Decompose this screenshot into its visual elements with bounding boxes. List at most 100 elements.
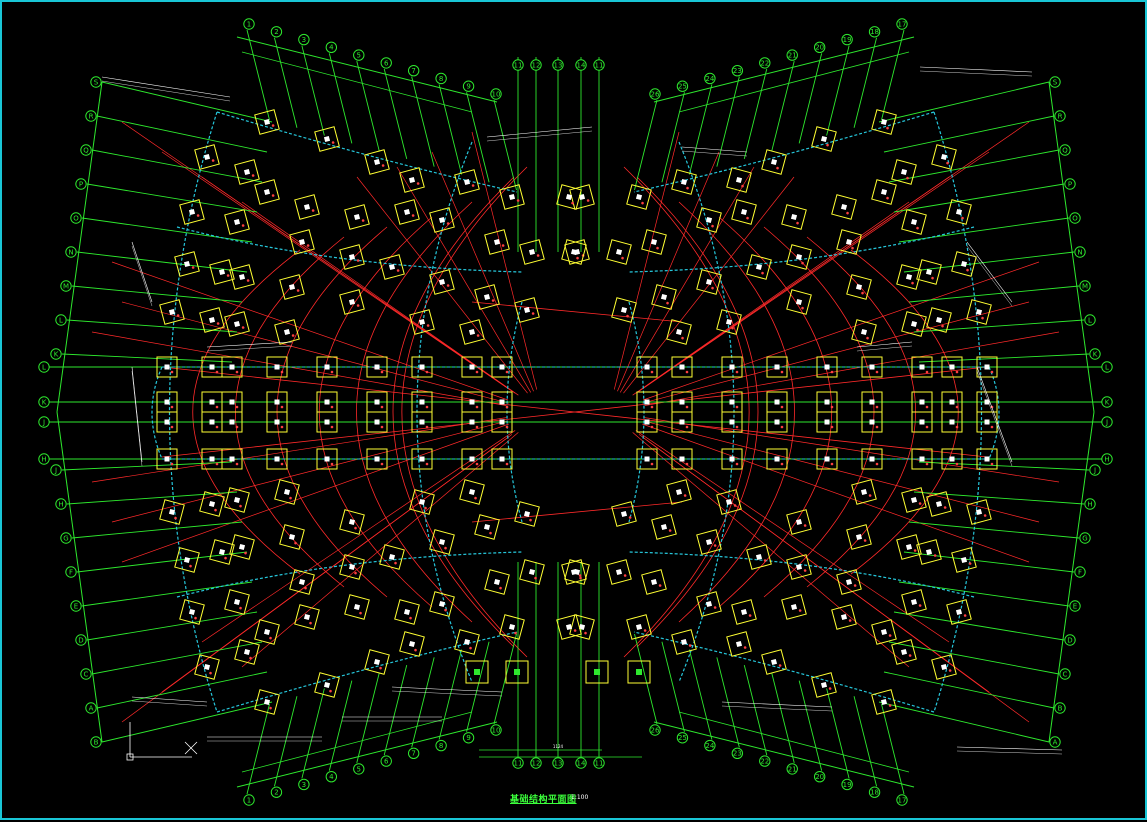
pile-marker [298,578,306,586]
pile-point [235,405,239,409]
pile-cap [606,559,632,585]
fan-axis-line [274,696,298,787]
pile-cap-outline [871,689,897,715]
pile-point [830,425,834,429]
pile-marker [900,648,908,656]
annotation-leader [486,126,593,138]
axis-bubble: 2 [270,786,283,798]
pile-cap [976,448,998,470]
pile-cap-outline [411,356,433,378]
pile-cap-outline [651,284,677,310]
pile-cap [966,499,992,525]
axis-bubble-circle [435,739,447,752]
pile-cap [636,448,658,470]
axis-bubble-label: K [54,350,59,358]
pile-cap [811,672,837,698]
pile-point [621,256,624,260]
pile-marker [770,158,778,166]
pile-cap [266,356,288,378]
axis-bubble: F [65,566,77,578]
pile-cap-outline [199,491,225,517]
pile-cap [429,591,455,617]
pile-cap [861,356,883,378]
axis-bubble: N [1074,246,1086,258]
pile-cap [411,411,433,433]
pile-point [830,405,834,409]
pile-point [354,526,357,530]
pile-point [425,462,429,466]
pile-marker [755,553,763,561]
pile-point [828,687,832,690]
axis-bubble-circle [1069,212,1081,224]
pile-marker [795,563,803,571]
axis-bubble: 17 [896,18,908,30]
pile-marker [940,153,948,161]
axis-bubble-label: 19 [843,36,852,44]
pile-cap [901,311,927,337]
pile-marker [374,399,380,405]
radial-line [91,331,507,406]
pile-cap [861,411,883,433]
side-axis-line [883,671,1055,709]
boundary-axis-line [653,36,915,103]
axis-bubble-circle [704,72,716,85]
axis-bubble-label: C [84,670,89,678]
pile-cap-outline [564,559,590,585]
pile-cap [816,411,838,433]
pile-marker [860,488,868,496]
fan-axis-line [798,680,823,771]
annotation-leader [721,705,833,712]
axis-bubble-label: F [1078,568,1082,576]
fan-axis-line [688,84,713,175]
radial-line [638,151,990,392]
pile-point [271,124,275,127]
pile-marker [183,260,191,268]
axis-bubble-label: 5 [357,765,361,773]
pile-marker [164,419,170,425]
axis-bubble-label: 5 [357,52,361,60]
pile-cap-outline [274,319,300,345]
pile-cap [931,144,957,170]
pile-cap-outline [409,309,435,335]
pile-cap-outline [254,109,280,135]
axis-bubble: 24 [704,72,716,85]
pile-marker [578,623,586,631]
pile-marker [499,456,505,462]
axis-bubble: K [38,396,50,408]
radial-line [431,151,534,392]
pile-cap-outline [556,184,582,210]
pile-cap-outline [726,167,752,193]
pile-cap-outline [846,524,872,550]
fan-axis-line [826,688,850,779]
axis-bubble-label: 22 [760,758,769,766]
pile-cap [746,254,772,280]
pile-point [801,306,804,310]
pile-point [361,219,365,222]
boundary-axis-line [236,721,498,788]
axis-bubble-label: L [42,363,46,371]
arc-line-right [623,166,750,658]
boundary-axis-line [56,411,103,743]
pile-marker [229,456,235,462]
pile-point [249,656,252,660]
annotation-leader [919,66,1033,73]
pile-point [955,462,959,466]
pile-marker [348,298,356,306]
pile-cap-outline [671,356,693,378]
pile-cap-outline [364,649,390,675]
pile-cap-outline [731,599,757,625]
pile-cap-outline [569,614,595,640]
side-axis-line [918,353,1090,363]
pile-cap [519,239,545,265]
pile-cap-outline [861,448,883,470]
annotation-leader [206,345,293,352]
pile-point [955,425,959,429]
axis-bubble-circle [298,778,310,791]
pile-cap [831,194,857,220]
pile-marker [209,456,215,462]
pile-point [241,224,245,227]
pile-cap-special [505,660,529,684]
pile-point [536,254,540,257]
pile-marker [615,568,623,576]
